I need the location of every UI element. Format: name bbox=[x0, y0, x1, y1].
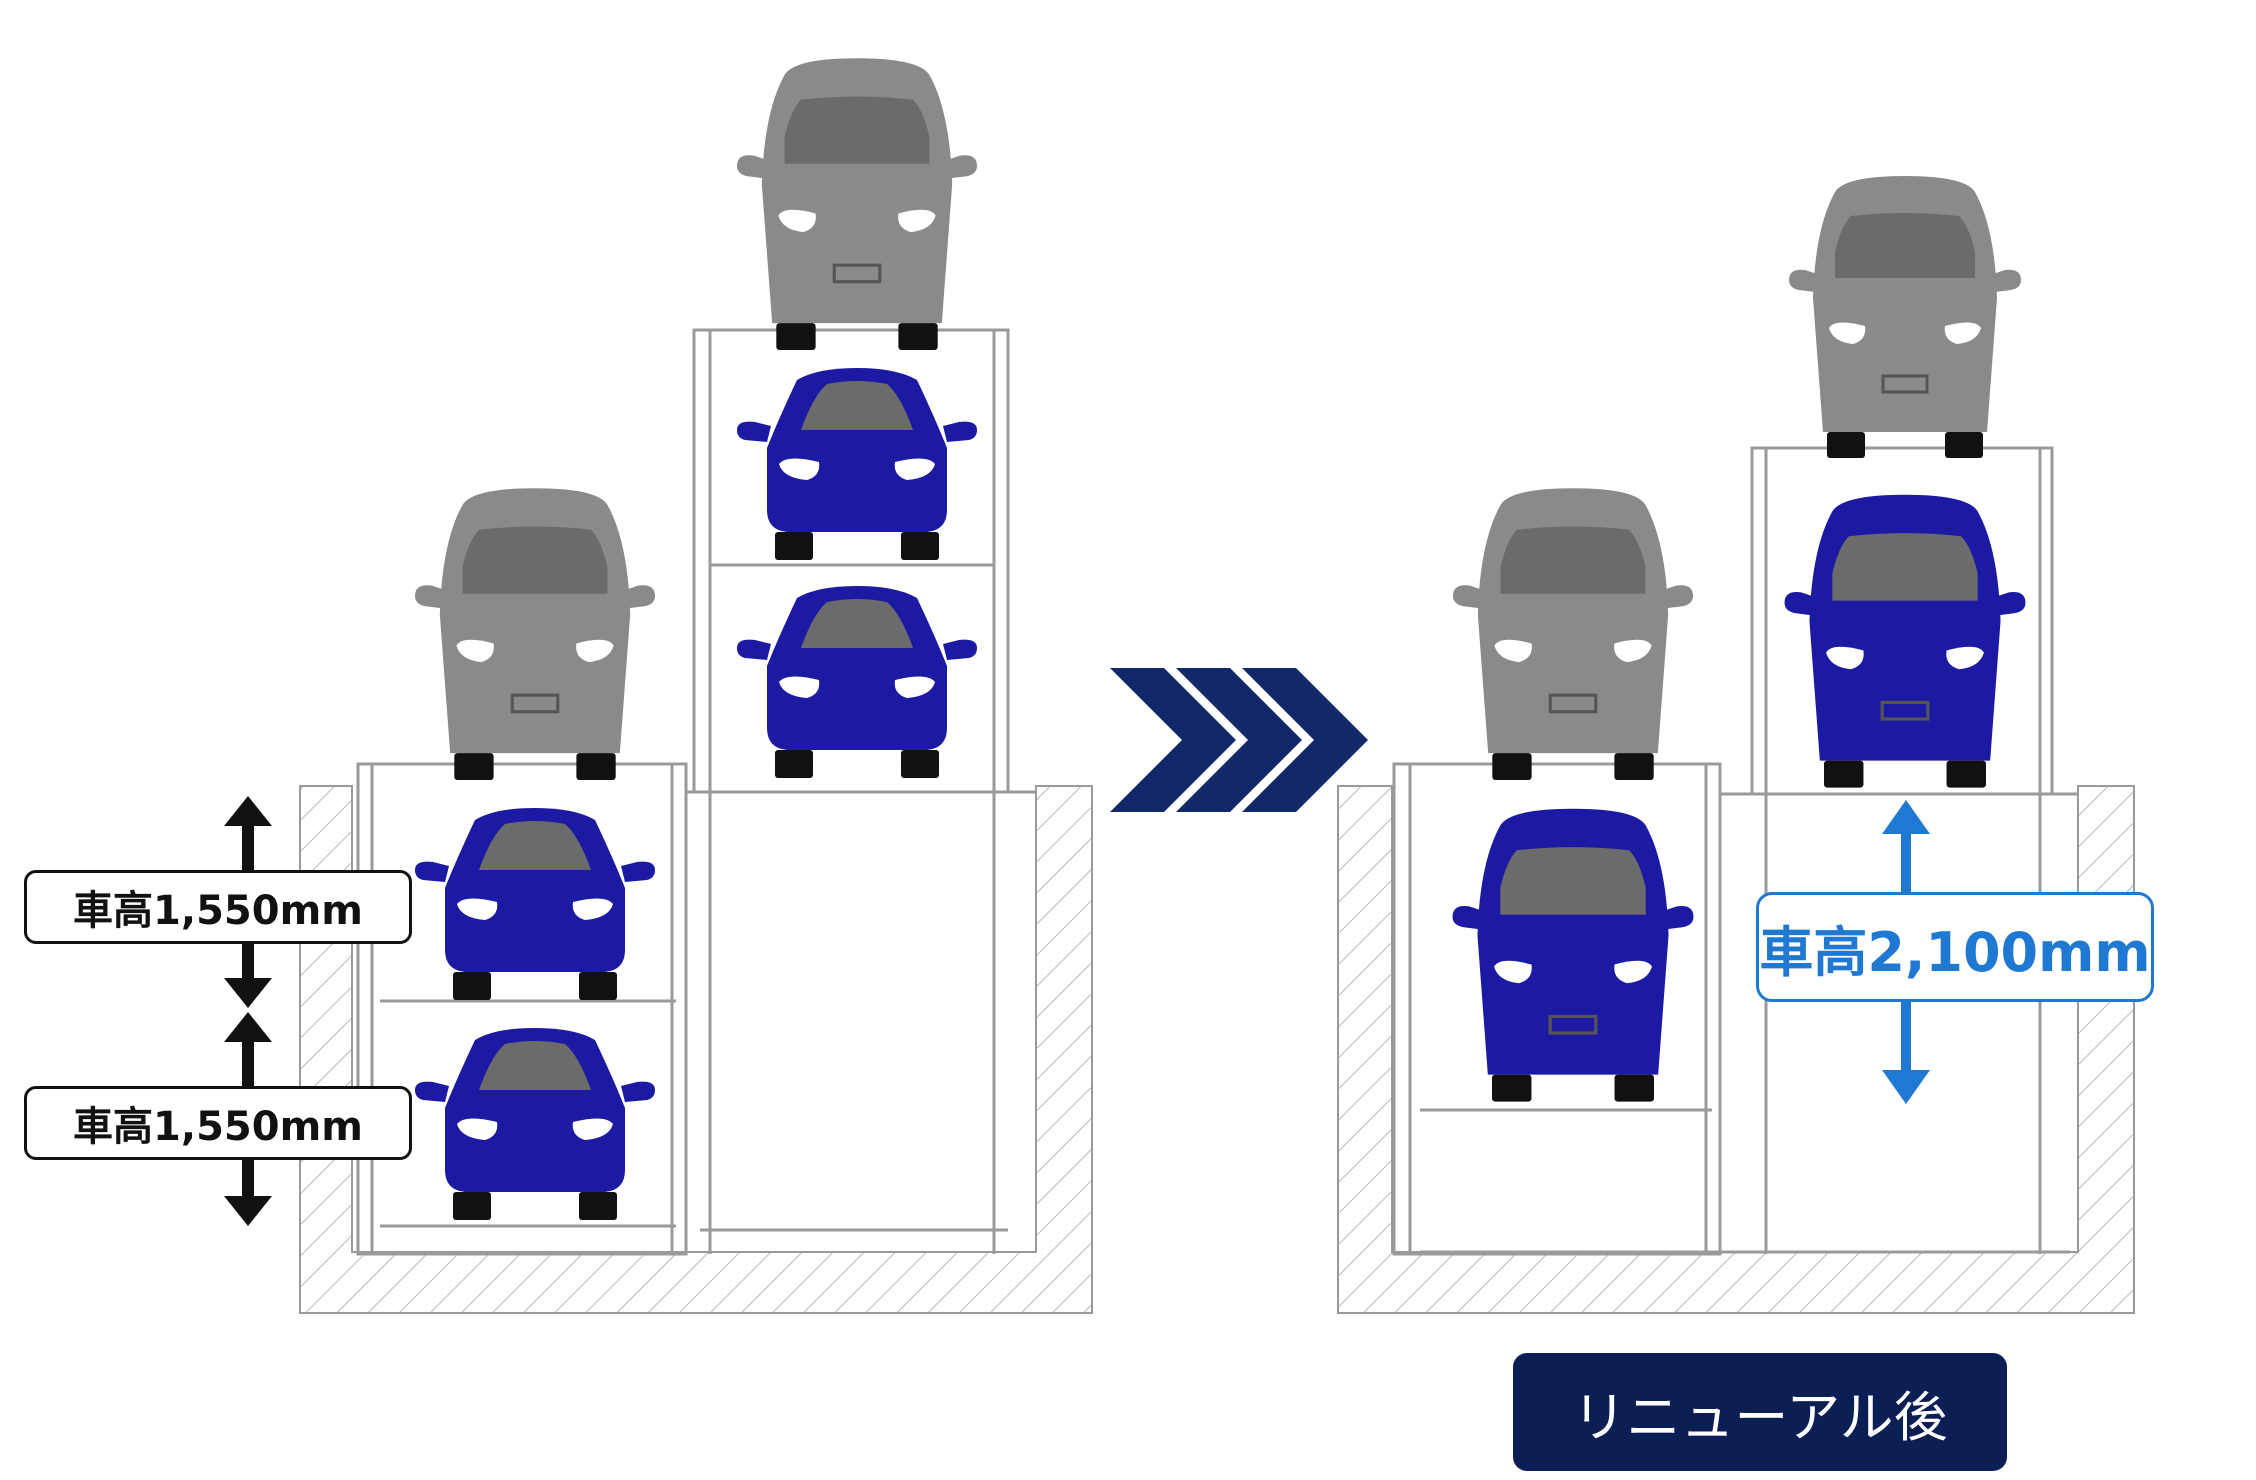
blue-sedan-left-lower bbox=[415, 1028, 655, 1220]
height-label-left-lower: 車高1,550mm bbox=[24, 1086, 412, 1160]
transition-chevron-icon bbox=[1110, 668, 1368, 812]
gray-van-right-tower-top bbox=[1787, 174, 2023, 458]
height-arrow-icon bbox=[224, 796, 272, 1226]
blue-van-right-pit bbox=[1450, 807, 1696, 1104]
blue-sedan-tower-upper bbox=[737, 368, 977, 560]
gray-van-tower-top bbox=[735, 56, 979, 350]
gray-van-left-top bbox=[413, 486, 657, 780]
right-pit bbox=[1337, 785, 2135, 1314]
renewal-after-badge: リニューアル後 bbox=[1513, 1353, 2007, 1471]
blue-sedan-tower-lower bbox=[737, 586, 977, 778]
left-lift-frame bbox=[356, 328, 1036, 1256]
gray-van-right-top bbox=[1451, 486, 1695, 780]
blue-van-right-tower bbox=[1782, 493, 2028, 790]
height-label-left-upper: 車高1,550mm bbox=[24, 870, 412, 944]
right-lift-frame bbox=[1392, 446, 2078, 1256]
height-label-right: 車高2,100mm bbox=[1756, 892, 2154, 1002]
blue-sedan-left-upper bbox=[415, 808, 655, 1000]
